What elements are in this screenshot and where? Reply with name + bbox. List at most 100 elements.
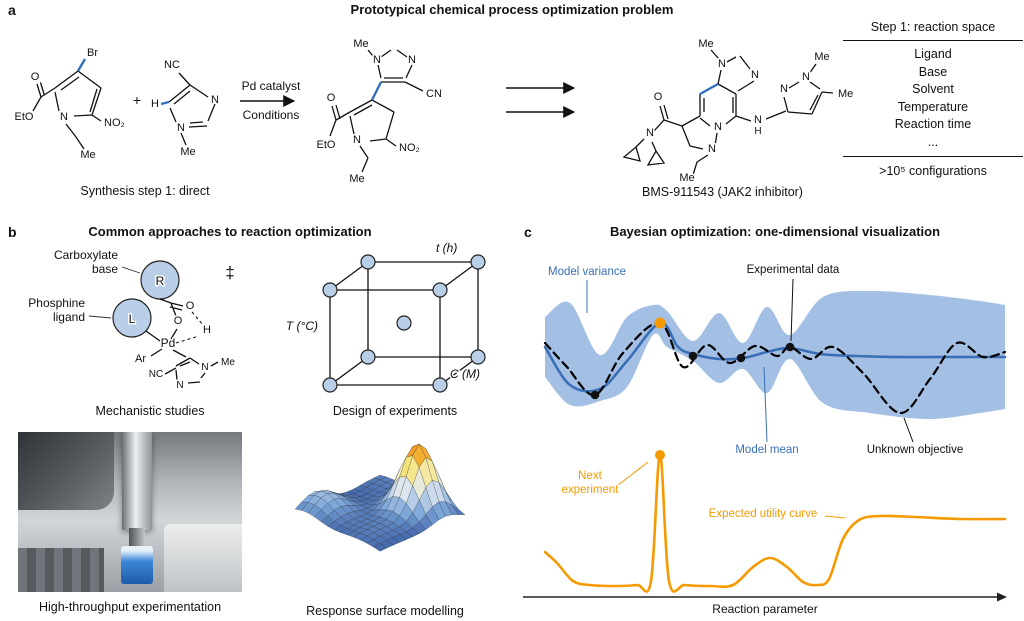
caption-high-throughput: High-throughput experimentation xyxy=(38,600,222,614)
unknown-objective-curve xyxy=(543,321,1007,415)
text-label: N xyxy=(708,143,716,155)
text-label: Me xyxy=(838,88,853,100)
black-leader-lines xyxy=(790,278,914,443)
panel-c-title: Bayesian optimization: one-dimensional v… xyxy=(609,224,941,239)
dashed-interaction-bonds xyxy=(175,311,204,344)
panel-c-label: c xyxy=(524,224,532,240)
photo-robot-arm xyxy=(122,432,152,530)
text-label: N xyxy=(201,362,208,373)
caption-bms: BMS-911543 (JAK2 inhibitor) xyxy=(642,185,803,199)
text-label: Conditions xyxy=(243,108,300,122)
photo-sample-tray xyxy=(164,524,242,592)
text-label: Experimental data xyxy=(747,264,840,276)
doe-point xyxy=(432,282,448,298)
text-label: Me xyxy=(221,357,235,368)
text-label: O xyxy=(31,71,40,83)
doe-point xyxy=(360,254,376,270)
text-label: N xyxy=(408,54,416,66)
doe-center-point xyxy=(396,315,412,331)
highlighted-bond xyxy=(370,81,383,101)
doe-point xyxy=(470,254,486,270)
highlighted-bond xyxy=(160,100,170,106)
text-label: H xyxy=(203,324,211,336)
doe-point xyxy=(470,349,486,365)
mechanism-labels: CarboxylatebasePhosphineligandRLPdArOOH‡… xyxy=(27,247,237,393)
text-label: N xyxy=(754,114,762,126)
reaction-space-item: Base xyxy=(918,64,948,79)
caption-response-surface: Response surface modelling xyxy=(306,604,464,618)
experimental-data-point xyxy=(688,351,698,361)
reaction-space-item: Ligand xyxy=(914,47,952,61)
reaction-space-item: Solvent xyxy=(912,82,954,96)
text-label: NC xyxy=(164,59,180,71)
caption-design-of-experiments: Design of experiments xyxy=(332,404,458,418)
reaction-space-title: Step 1: reaction space xyxy=(870,20,996,34)
mechanism-bonds xyxy=(145,298,219,384)
caption-mechanistic-studies: Mechanistic studies xyxy=(95,404,205,418)
model-mean-curve xyxy=(543,321,1007,393)
text-label: t (h) xyxy=(436,241,457,255)
text-label: N xyxy=(60,111,68,123)
text-label: Model variance xyxy=(548,266,626,278)
text-label: Model mean xyxy=(735,444,798,456)
text-label: O xyxy=(654,91,663,103)
panel-a-title: Prototypical chemical process optimizati… xyxy=(350,2,674,17)
text-label: Me xyxy=(679,172,694,184)
doe-point xyxy=(322,377,338,393)
photo-blue-vial xyxy=(121,546,153,584)
blue-leader-lines xyxy=(586,280,768,443)
text-label: N xyxy=(714,121,722,133)
text-label: T (°C) xyxy=(286,319,318,333)
highlighted-bond xyxy=(699,82,719,96)
text-label: Carboxylate xyxy=(54,248,118,262)
surface-cell xyxy=(373,543,387,552)
text-label: NC xyxy=(149,369,163,380)
text-label: Me xyxy=(353,38,368,50)
molecule-bonds xyxy=(329,49,424,173)
photo-dispenser-nozzle xyxy=(129,528,145,548)
panel-b-label: b xyxy=(8,224,17,240)
experimental-data-point xyxy=(590,390,600,400)
orange-leader-lines xyxy=(616,461,846,519)
text-label: N xyxy=(802,71,810,83)
divider xyxy=(843,156,1023,157)
text-label: N xyxy=(176,380,183,391)
text-label: Me xyxy=(814,51,829,63)
next-experiment-point-on-utility xyxy=(655,450,665,460)
text-label: ligand xyxy=(53,310,85,324)
experimental-data-point xyxy=(736,353,746,363)
highlighted-bond xyxy=(76,58,87,72)
photo-rack xyxy=(18,548,104,592)
next-experiment-point-on-mean xyxy=(654,317,666,329)
text-label: N xyxy=(177,122,185,134)
text-label: Me xyxy=(80,149,95,161)
text-label: N xyxy=(751,69,759,81)
reaction-space-footer: >10⁵ configurations xyxy=(879,164,987,178)
text-label: L xyxy=(129,312,136,326)
divider xyxy=(843,40,1023,41)
panel-a-label: a xyxy=(8,2,16,18)
text-label: Pd catalyst xyxy=(242,79,301,93)
text-label: Me xyxy=(349,173,364,185)
cube-axis-labels: t (h)T (°C)C (M) xyxy=(284,240,481,383)
text-label: N xyxy=(718,58,726,70)
experimental-data-point xyxy=(785,342,795,352)
text-label: N xyxy=(646,127,654,139)
x-axis-arrowhead xyxy=(997,592,1007,602)
text-label: Br xyxy=(87,47,98,59)
doe-point xyxy=(360,349,376,365)
text-label: base xyxy=(92,262,118,276)
text-label: Ar xyxy=(135,353,146,365)
